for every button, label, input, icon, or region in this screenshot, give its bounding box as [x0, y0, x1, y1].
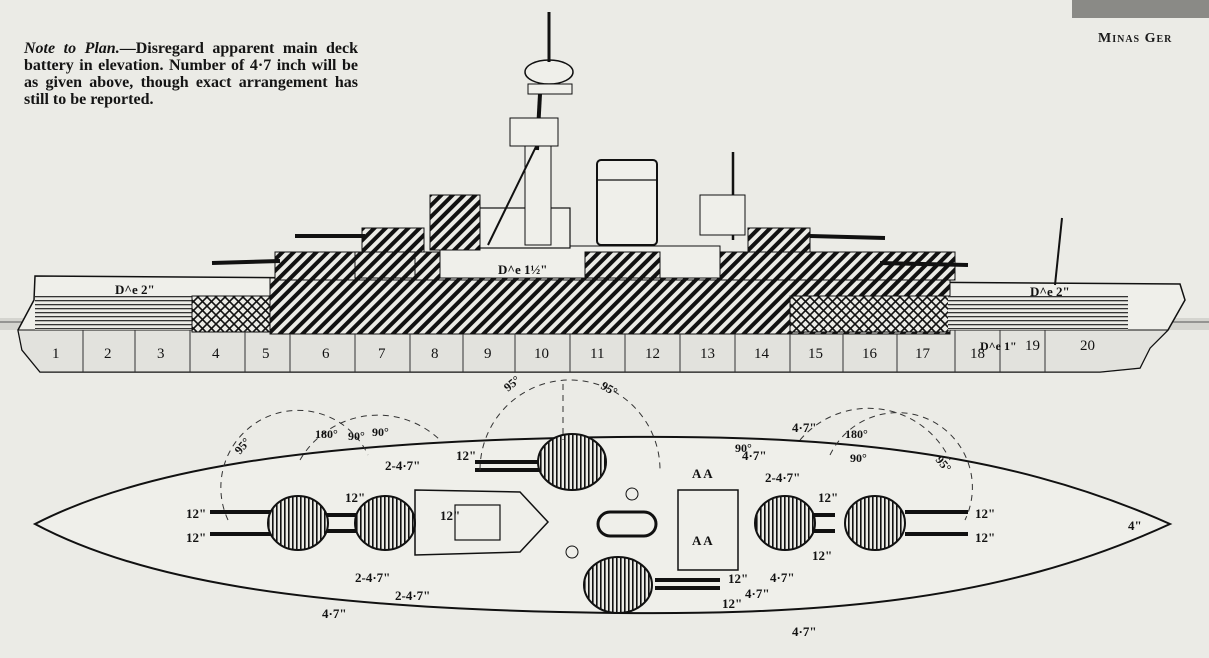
aft-superfiring-turret — [747, 227, 811, 253]
arc-label: 95° — [599, 378, 621, 399]
compartment-number: 10 — [534, 346, 549, 362]
compartment-number: 8 — [431, 346, 439, 362]
plan-view: 12" 12" 12" 12" 12" 12" 12" 12" 12" 12" … — [32, 373, 1173, 639]
gun-label-12: 12" — [812, 548, 832, 563]
funnel-plan — [596, 510, 658, 538]
gun-label-12: 12" — [722, 596, 742, 611]
compartment-number: 20 — [1080, 338, 1095, 354]
compartment-number: 14 — [754, 346, 770, 362]
chart-house — [454, 504, 501, 541]
turret-y — [844, 495, 906, 551]
secondary-label: 4·7" — [792, 624, 817, 639]
stern-label: 4" — [1128, 518, 1142, 533]
plan-hull-outline — [32, 435, 1173, 615]
turret-wing-port — [537, 433, 607, 491]
compartment-dividers — [82, 330, 1046, 372]
gun-label-12: 12" — [728, 571, 748, 586]
aft-superstructure — [677, 489, 739, 571]
central-casemate — [439, 245, 721, 279]
central-citadel-hatch-b — [354, 251, 416, 279]
gun-label-12: 12" — [186, 506, 206, 521]
secondary-label: 2-4·7" — [395, 588, 430, 603]
elevation-view: D^e 2" D^e 1½" D^e 2" D^e 1" 1 2 3 4 5 6… — [0, 12, 1209, 373]
turret-x — [754, 495, 816, 551]
boat-crane — [625, 487, 639, 501]
arc-label: 180° — [315, 427, 338, 441]
compartment-number: 5 — [262, 346, 270, 362]
conning-tower — [429, 194, 481, 251]
gun-label-12: 12" — [975, 530, 995, 545]
compartment-number: 3 — [157, 346, 165, 362]
boat-crane — [565, 545, 579, 559]
stern-flagstaff — [1054, 217, 1063, 286]
compartment-number: 13 — [700, 346, 715, 362]
compartment-number: 4 — [212, 346, 220, 362]
secondary-label: 2-4·7" — [765, 470, 800, 485]
aa-label: A A — [692, 466, 713, 481]
arc-label: 95° — [501, 373, 523, 395]
compartment-numbers: 1 2 3 4 5 6 7 8 9 10 11 12 13 14 15 16 1… — [52, 338, 1095, 362]
arc-label: 90° — [348, 429, 365, 443]
note-body: —Disregard apparent main deck battery in… — [24, 40, 358, 108]
secondary-label: 2-4·7" — [385, 458, 420, 473]
compartment-number: 15 — [808, 346, 823, 362]
secondary-label: 4·7" — [770, 570, 795, 585]
scan-edge-block — [1072, 0, 1209, 18]
plan-turrets — [267, 433, 906, 614]
lower-hull — [17, 329, 1170, 373]
arc-label: 90° — [850, 451, 867, 465]
arc-label: 95° — [232, 435, 254, 457]
armour-label-lower: D^e 1" — [980, 339, 1017, 353]
note-to-plan: Note to Plan.—Disregard apparent main de… — [24, 40, 358, 108]
arc-label: 90° — [735, 441, 752, 455]
gun-label-12: 12" — [818, 490, 838, 505]
compartment-number: 7 — [378, 346, 386, 362]
compartment-number: 17 — [915, 346, 931, 362]
note-lead: Note to Plan. — [24, 40, 120, 57]
compartment-number: 1 — [52, 346, 60, 362]
turret-wing-stbd — [583, 556, 653, 614]
gun-label-12: 12" — [975, 506, 995, 521]
searchlight-platform — [509, 117, 559, 147]
arc-label: 180° — [845, 427, 868, 441]
belt-stern-stripe — [948, 296, 1128, 330]
ship-name-header: Minas Ger — [1098, 31, 1173, 46]
arc-label: 90° — [372, 425, 389, 439]
secondary-label: 4·7" — [322, 606, 347, 621]
firing-arcs — [220, 379, 973, 521]
gun-label-12: 12" — [440, 508, 460, 523]
aft-control — [699, 194, 746, 236]
gun-label-12: 12" — [186, 530, 206, 545]
belt-stern-cross — [789, 295, 951, 333]
armour-label-stern: D^e 2" — [1030, 284, 1070, 299]
compartment-number: 2 — [104, 346, 112, 362]
compartment-number: 18 — [970, 346, 985, 362]
turret-a — [267, 495, 329, 551]
gun-label-12: 12" — [345, 490, 365, 505]
elevation-guns — [211, 234, 969, 267]
fighting-top — [524, 59, 574, 85]
fighting-top-platform — [527, 83, 573, 95]
gun-label-12: 12" — [456, 448, 476, 463]
compartment-number: 11 — [590, 346, 604, 362]
compartment-number: 6 — [322, 346, 330, 362]
secondary-label: 4·7" — [792, 420, 817, 435]
fwd-superfiring-turret — [361, 227, 425, 253]
aa-label: A A — [692, 533, 713, 548]
bridge-outline — [414, 489, 550, 556]
secondary-label: 2-4·7" — [355, 570, 390, 585]
belt-bow-stripe — [35, 296, 195, 330]
secondary-label: 4·7" — [742, 448, 767, 463]
funnel — [596, 159, 658, 246]
central-citadel-hatch-a — [584, 251, 661, 279]
compartment-number: 16 — [862, 346, 878, 362]
compartment-number: 12 — [645, 346, 660, 362]
compartment-number: 9 — [484, 346, 492, 362]
armour-label-mid: D^e 1½" — [498, 262, 547, 277]
secondary-label: 4·7" — [745, 586, 770, 601]
compartment-number: 19 — [1025, 338, 1040, 354]
armour-label-bow: D^e 2" — [115, 282, 155, 297]
